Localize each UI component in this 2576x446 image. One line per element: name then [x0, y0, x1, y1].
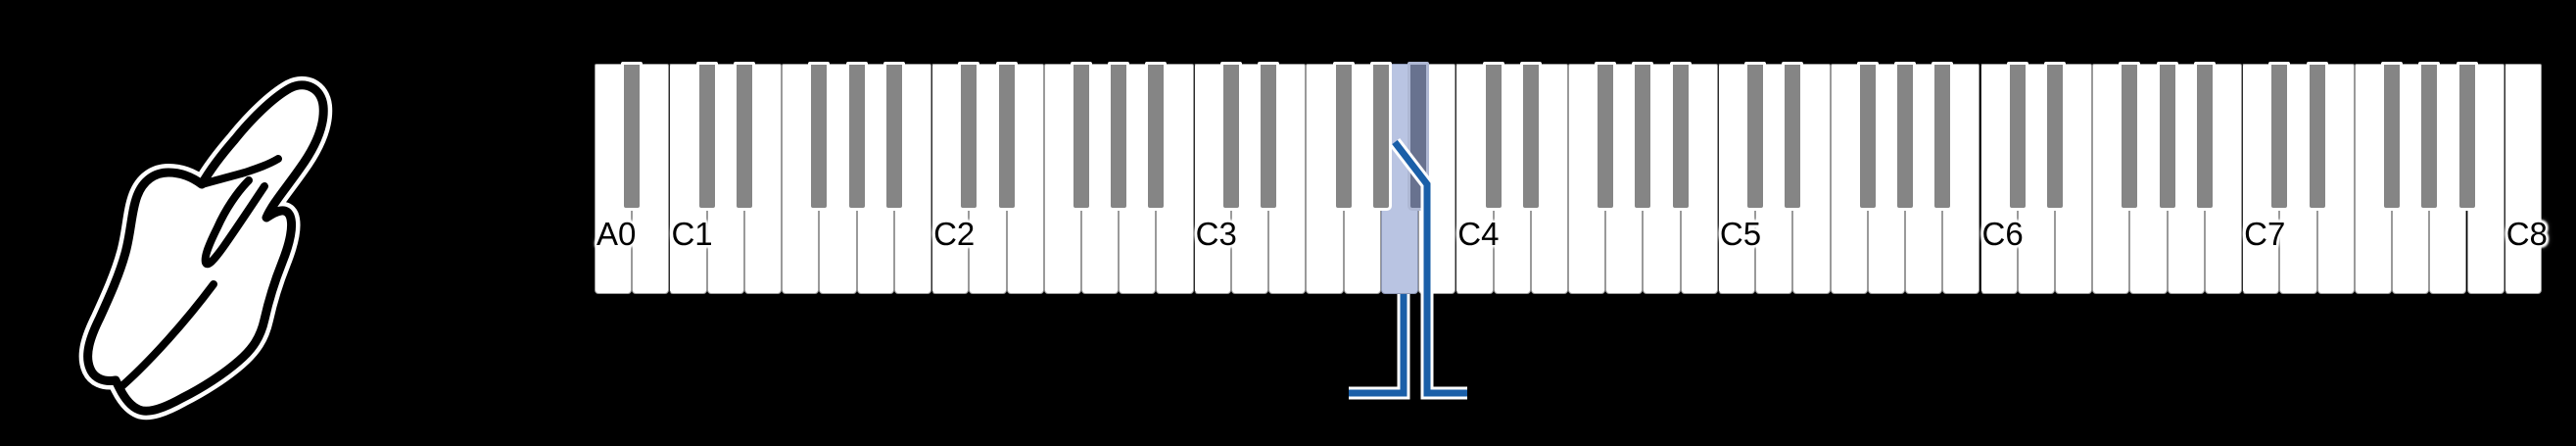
black-key-Dsharp6[interactable] — [2043, 62, 2066, 211]
piano-keyboard[interactable]: A0 C1 C2 C3 C4 C5 C6 C7 C8 — [595, 62, 2548, 294]
black-key-Dsharp5[interactable] — [1782, 62, 1804, 211]
octave-label-C4: C4 — [1457, 216, 1500, 252]
black-key-Asharp5[interactable] — [1932, 62, 1954, 211]
black-key-Gsharp1[interactable] — [845, 62, 868, 211]
black-key-Gsharp5[interactable] — [1894, 62, 1917, 211]
black-key-Csharp3[interactable] — [1219, 62, 1242, 211]
octave-label-C3: C3 — [1195, 216, 1237, 252]
octave-label-C2: C2 — [933, 216, 976, 252]
black-key-Dsharp4[interactable] — [1519, 62, 1542, 211]
black-key-Fsharp6[interactable] — [2119, 62, 2141, 211]
black-key-Dsharp1[interactable] — [733, 62, 755, 211]
pointing-hand-cursor — [0, 0, 392, 441]
black-key-Asharp4[interactable] — [1669, 62, 1692, 211]
black-key-Dsharp3[interactable] — [1258, 62, 1280, 211]
white-key-C8[interactable] — [2504, 64, 2542, 294]
black-key-Fsharp2[interactable] — [1070, 62, 1092, 211]
octave-label-C7: C7 — [2244, 216, 2286, 252]
black-key-Csharp6[interactable] — [2006, 62, 2028, 211]
black-key-Gsharp3[interactable] — [1369, 62, 1392, 211]
black-key-Csharp7[interactable] — [2268, 62, 2291, 211]
black-key-Csharp1[interactable] — [695, 62, 718, 211]
black-key-Gsharp7[interactable] — [2418, 62, 2441, 211]
black-key-Fsharp7[interactable] — [2381, 62, 2404, 211]
black-key-Gsharp4[interactable] — [1632, 62, 1654, 211]
hand-cursor-glyph — [78, 75, 333, 421]
white-key-leader-line — [1349, 294, 1407, 397]
white-key-leader — [1349, 294, 1410, 400]
black-key-Asharp2[interactable] — [1145, 62, 1168, 211]
octave-label-C5: C5 — [1719, 216, 1762, 252]
black-key-Fsharp1[interactable] — [808, 62, 831, 211]
octave-label-A0: A0 — [596, 216, 637, 252]
black-key-Csharp5[interactable] — [1744, 62, 1767, 211]
black-key-Asharp1[interactable] — [883, 62, 905, 211]
black-key-Gsharp6[interactable] — [2156, 62, 2178, 211]
octave-label-C6: C6 — [1981, 216, 2024, 252]
black-key-Dsharp7[interactable] — [2306, 62, 2328, 211]
octave-label-C8: C8 — [2505, 216, 2548, 252]
black-key-Fsharp3[interactable] — [1332, 62, 1355, 211]
black-key-Fsharp4[interactable] — [1595, 62, 1617, 211]
hand-cursor-svg — [78, 75, 333, 421]
black-key-Gsharp2[interactable] — [1108, 62, 1130, 211]
black-key-Csharp4[interactable] — [1482, 62, 1504, 211]
white-key-leader-halo — [1349, 294, 1410, 400]
black-key-Asharp7[interactable] — [2456, 62, 2478, 211]
black-key-Csharp2[interactable] — [958, 62, 980, 211]
black-key-Asharp3[interactable] — [1407, 62, 1430, 211]
black-key-Asharp6[interactable] — [2193, 62, 2216, 211]
black-key-Dsharp2[interactable] — [995, 62, 1018, 211]
black-key-Asharp0[interactable] — [621, 62, 644, 211]
octave-label-C1: C1 — [671, 216, 713, 252]
black-key-Fsharp5[interactable] — [1856, 62, 1879, 211]
